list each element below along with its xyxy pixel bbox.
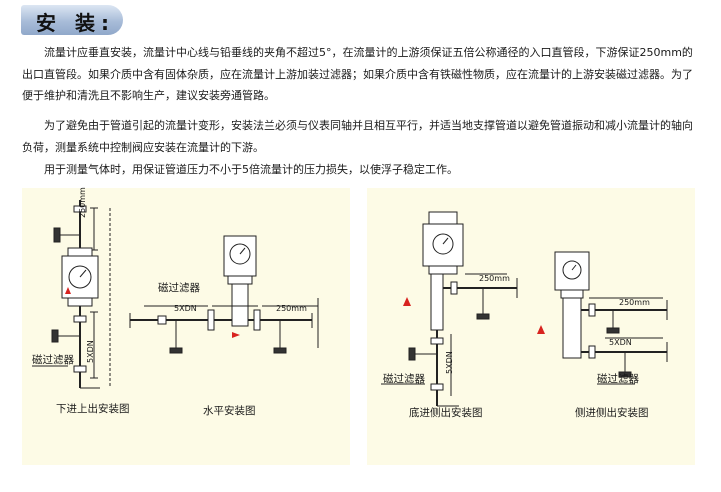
magnetic-filter-label-side-side: 磁过滤器 [597,373,639,385]
caption-bottom-in-top-out: 下进上出安装图 [56,403,130,415]
dimension-5xdn-side-side: 5XDN [609,338,632,347]
dimension-250mm-horizontal: 250mm [276,304,307,313]
flow-direction-arrows [65,287,240,338]
section-title: 安 装: [36,11,115,35]
installation-diagrams-panel-left: 250mm 5XDN 5XDN 250mm 磁过滤器 磁过滤器 下进上出安装图 … [22,187,350,465]
magnetic-filter-label-left: 磁过滤器 [32,354,74,366]
dimension-250mm-bottom-side: 250mm [479,274,510,283]
caption-bottom-in-side-out: 底进侧出安装图 [409,407,483,419]
paragraph-flange-alignment: 为了避免由于管道引起的流量计变形，安装法兰必须与仪表同轴并且相互平行，并适当地支… [22,119,693,154]
paragraph-gas-measurement: 用于测量气体时，用保证管道压力不小于5倍流量计的压力损失，以使浮子稳定工作。 [44,163,458,176]
diagram-right-drawing [381,211,668,407]
caption-side-in-side-out: 侧进侧出安装图 [575,407,649,419]
caption-horizontal: 水平安装图 [203,405,256,417]
section-title-badge [21,5,123,35]
dimension-250mm-side-side: 250mm [619,298,650,307]
paragraph-installation-requirements: 流量计应垂直安装，流量计中心线与铅垂线的夹角不超过5°，在流量计的上游须保证五倍… [22,46,693,102]
dimension-5xdn-bottom-side: 5XDN [445,351,454,374]
magnetic-filter-label-bottom-side: 磁过滤器 [383,373,425,385]
flow-direction-arrows-right [403,297,545,334]
dimension-250mm-vertical: 250mm [78,187,87,218]
dimension-5xdn-vertical: 5XDN [86,340,95,363]
dimension-5xdn-horizontal: 5XDN [174,304,197,313]
magnetic-filter-label-horizontal: 磁过滤器 [158,282,200,294]
installation-diagrams-panel-right: 250mm 5XDN 250mm 5XDN 磁过滤器 磁过滤器 底进侧出安装图 … [367,188,695,465]
diagram-left-drawing [32,200,319,389]
